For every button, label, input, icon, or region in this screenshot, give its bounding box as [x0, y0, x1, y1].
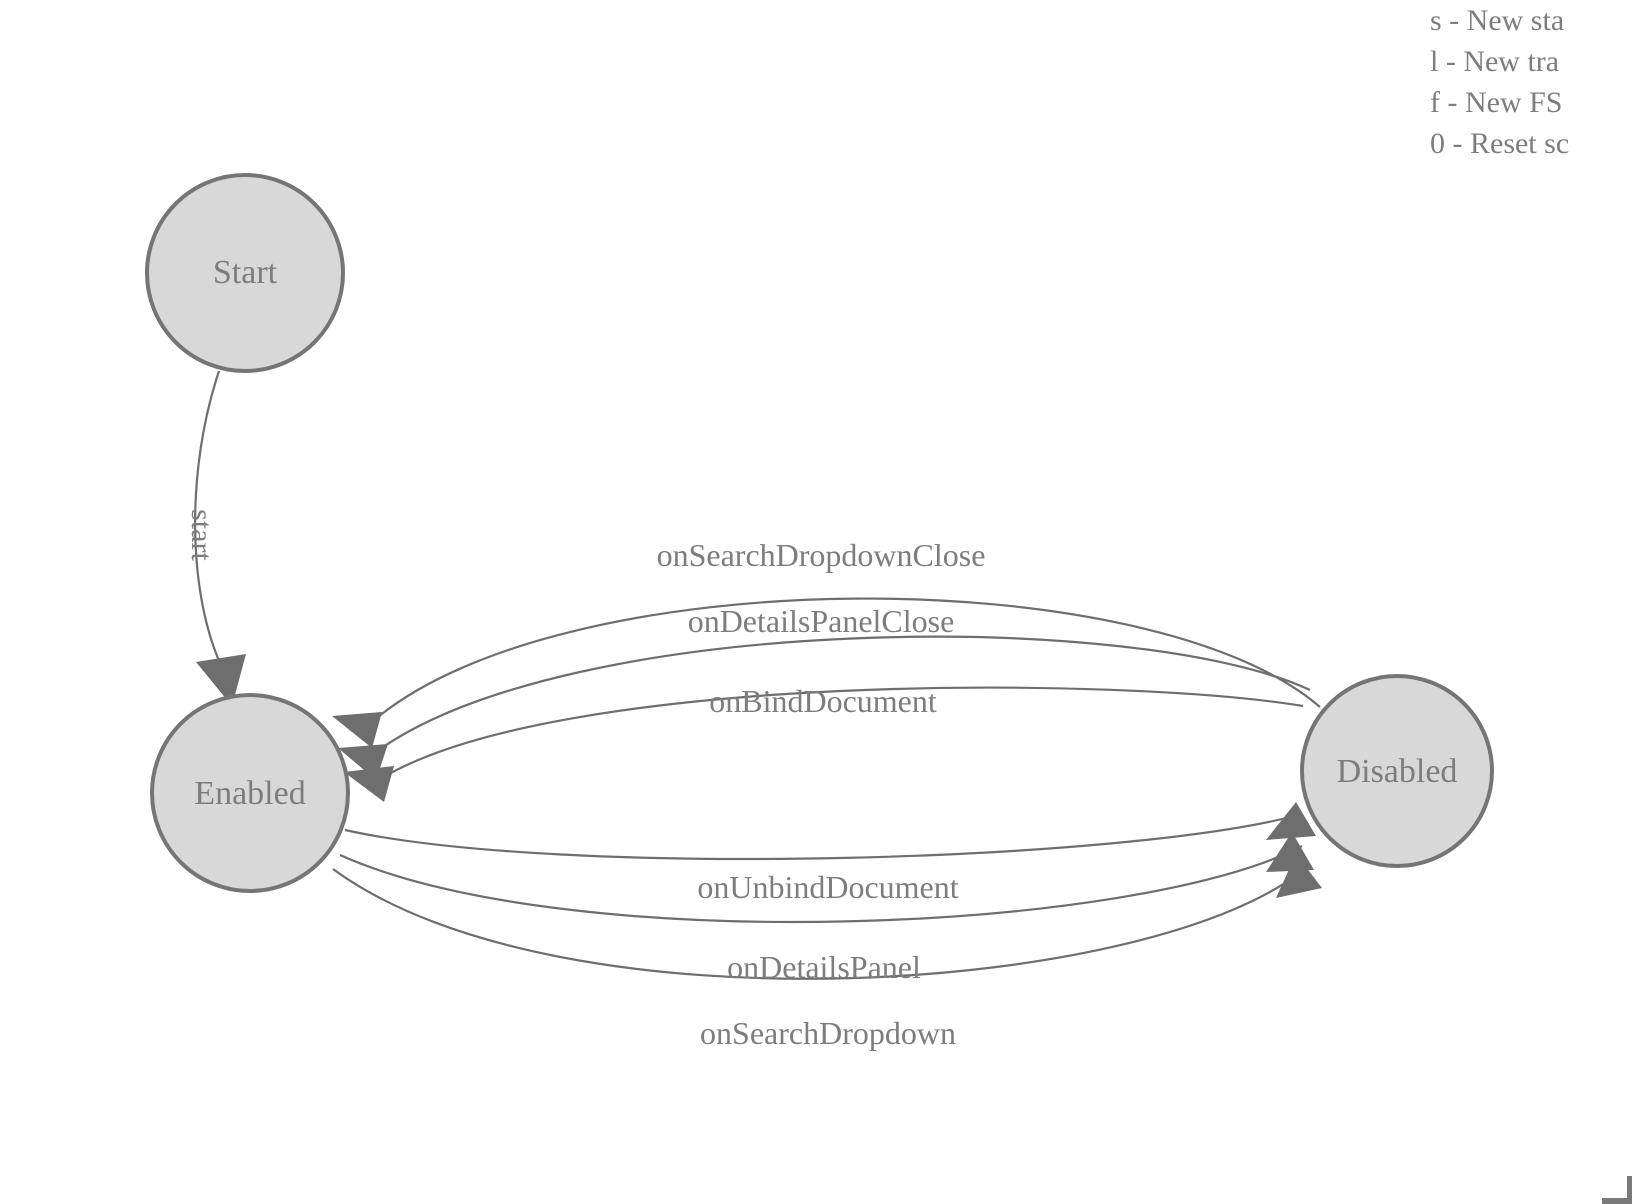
edge-path[interactable]	[375, 635, 1311, 753]
state-node-label: Enabled	[194, 775, 305, 812]
edge-disabled-to-enabled-1[interactable]	[332, 597, 1321, 748]
edge-label-start: start	[185, 509, 218, 561]
edge-label-on-unbind-document: onUnbindDocument	[697, 869, 958, 905]
edge-label-on-search-dropdown-close: onSearchDropdownClose	[657, 537, 986, 573]
vertical-scrollbar[interactable]	[1627, 1176, 1632, 1204]
state-node-circle[interactable]	[150, 693, 350, 893]
edge-label-on-search-dropdown: onSearchDropdown	[700, 1015, 956, 1051]
edge-path[interactable]	[344, 812, 1303, 861]
state-node-disabled[interactable]: Disabled	[1300, 674, 1494, 868]
edge-path[interactable]	[371, 597, 1321, 723]
state-node-circle[interactable]	[1300, 674, 1494, 868]
state-node-start[interactable]: Start	[145, 173, 345, 373]
state-node-circle[interactable]	[145, 173, 345, 373]
edge-arrowhead	[1266, 802, 1316, 840]
state-node-label: Disabled	[1337, 753, 1458, 790]
edge-arrowhead	[332, 712, 382, 748]
edge-arrowhead	[1276, 854, 1322, 898]
state-node-enabled[interactable]: Enabled	[150, 693, 350, 893]
edge-path[interactable]	[332, 865, 1309, 980]
edge-start-to-enabled[interactable]	[194, 370, 246, 706]
edge-path[interactable]	[194, 370, 222, 664]
edge-arrowhead	[196, 654, 246, 706]
edge-disabled-to-enabled-3[interactable]	[344, 686, 1304, 802]
edge-enabled-to-disabled-3[interactable]	[332, 854, 1322, 980]
edge-path[interactable]	[339, 845, 1303, 924]
edge-arrowhead	[344, 766, 394, 802]
edge-enabled-to-disabled-1[interactable]	[344, 802, 1316, 861]
edge-label-on-bind-document: onBindDocument	[709, 683, 937, 719]
edge-path[interactable]	[381, 686, 1304, 779]
horizontal-scrollbar[interactable]	[1602, 1198, 1628, 1204]
edge-label-on-details-panel-close: onDetailsPanelClose	[688, 603, 955, 639]
edge-label-on-details-panel: onDetailsPanel	[727, 949, 921, 985]
state-node-label: Start	[213, 254, 278, 291]
